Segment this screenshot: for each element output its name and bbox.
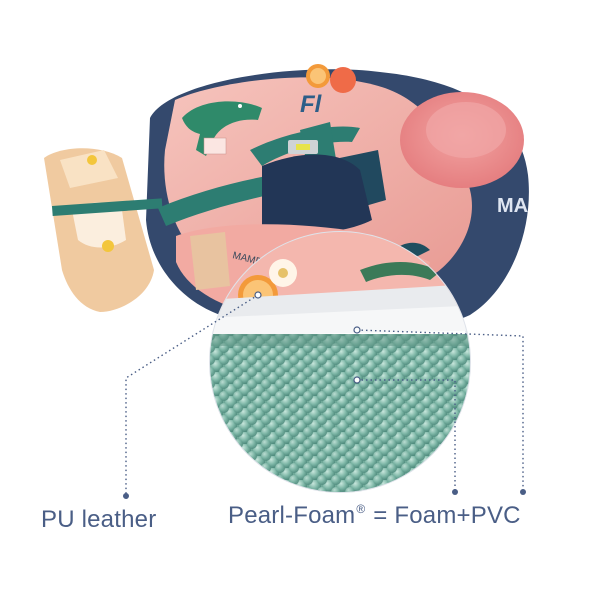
front-print-text: Fl [300, 91, 323, 118]
side-print-text: MA [497, 195, 528, 217]
callout-dots [123, 291, 526, 499]
head-rest [400, 92, 524, 188]
crocodile-print [182, 101, 262, 156]
pearl-foam-formula: = Foam+PVC [366, 502, 521, 529]
callout-pvc [356, 329, 524, 490]
registered-mark: ® [356, 502, 366, 516]
side-storage-pack [44, 148, 163, 312]
seat-mesh [262, 154, 372, 233]
callout-lines [125, 294, 524, 494]
pu-leather-text: PU leather [41, 506, 157, 533]
callout-foam [357, 379, 456, 490]
pearl-foam-name: Pearl-Foam [228, 502, 356, 529]
pu-leather-label: PU leather [41, 506, 156, 534]
pearl-foam-label: Pearl-Foam® = Foam+PVC [228, 502, 521, 530]
